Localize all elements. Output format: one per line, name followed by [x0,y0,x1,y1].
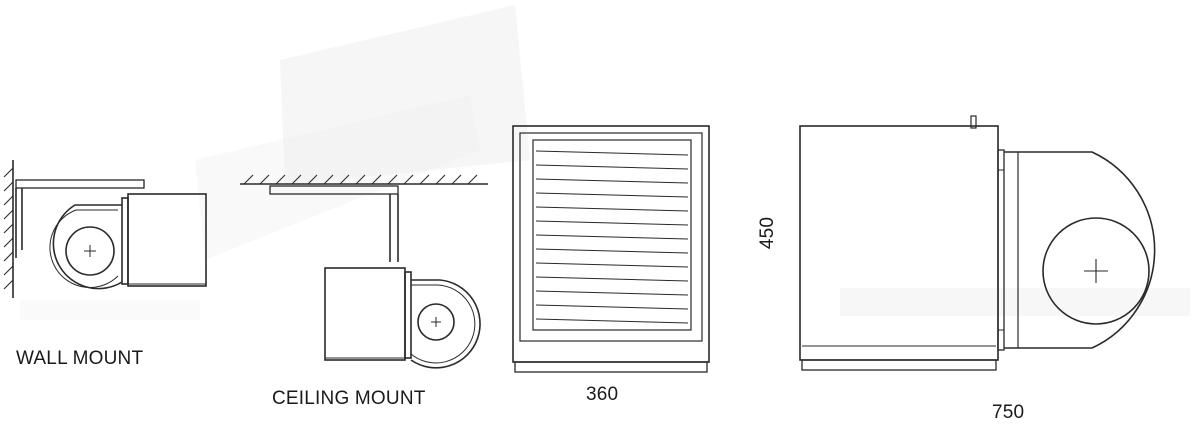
ceiling-mount-label: CEILING MOUNT [272,388,426,409]
side-view-drawing [799,115,1156,371]
height-dimension-label: 450 [757,216,779,250]
width-dimension-label: 360 [586,384,619,405]
fan-scroll [1004,151,1156,349]
side-housing [799,125,999,361]
front-base-plate [514,361,708,373]
length-dimension-label: 750 [992,402,1025,423]
background-shading [20,5,1190,320]
louvre-panel [532,139,692,331]
wall-mount-label: WALL MOUNT [16,348,144,369]
louvre-blades [535,150,689,324]
wall-mount-drawing [3,160,207,298]
ceiling-hatching [243,174,478,185]
wall-hatching [3,167,14,290]
ceiling-mount-drawing [240,174,488,369]
side-base-plate [801,359,997,371]
front-housing [512,125,710,363]
fan-impeller [1042,217,1150,325]
front-view-drawing [512,125,710,373]
